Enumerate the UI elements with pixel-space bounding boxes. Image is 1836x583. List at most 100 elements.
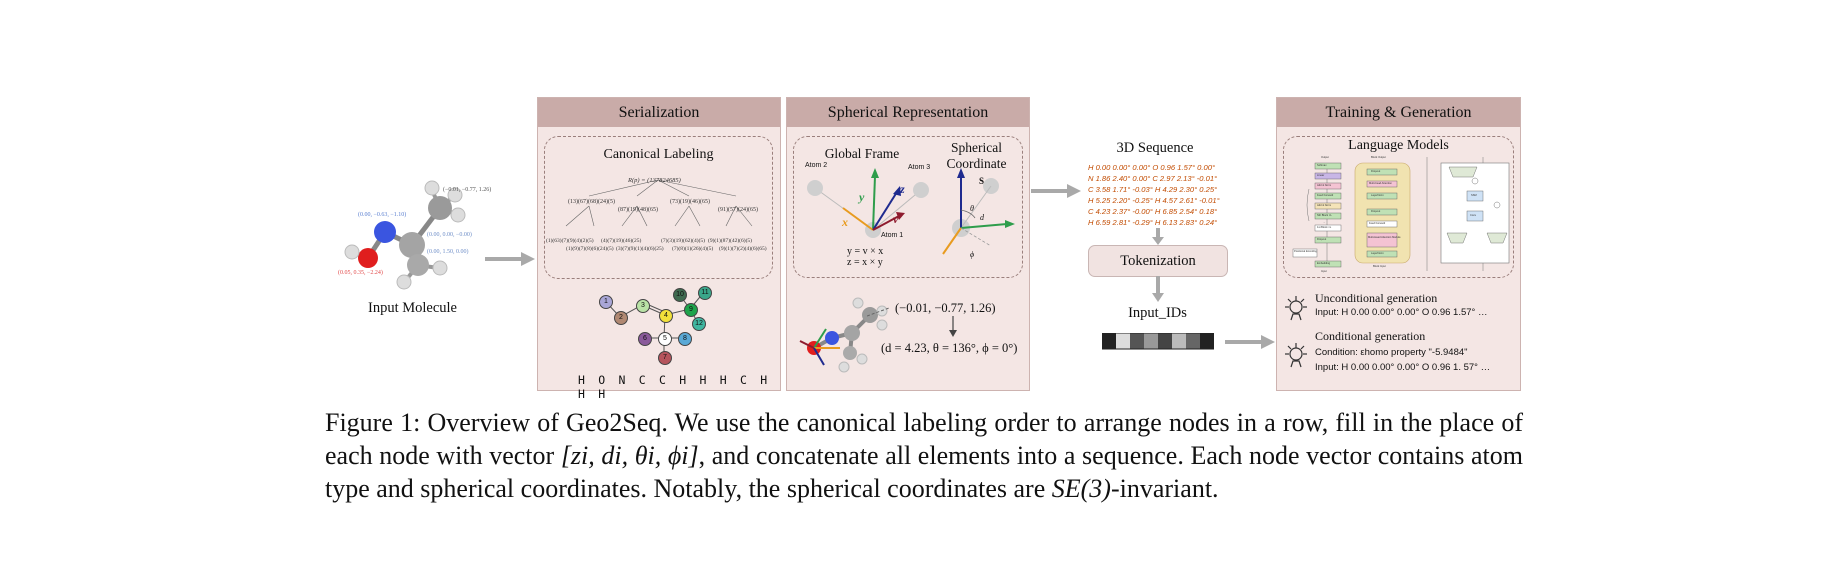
arrow-right-icon [1225, 335, 1275, 349]
serialization-header: Serialization [538, 98, 780, 127]
labeling-tree [565, 179, 753, 227]
left-block-label: Softmax [1317, 164, 1327, 167]
sequence-line-6: H 6.59 2.81° -0.29° H 6.13 2.83° 0.24° [1088, 218, 1218, 227]
coord-blue: (0.00, −0.63, −1.10) [358, 212, 407, 218]
graph-node: 6 [638, 332, 652, 346]
left-block-label: ... [1323, 221, 1326, 224]
graph-node: 8 [678, 332, 692, 346]
graph-node: 10 [673, 288, 687, 302]
caption-part-2: , and concatenate all elements into a se… [325, 441, 1523, 503]
conditional-title: Conditional generation [1315, 329, 1426, 343]
training-header: Training & Generation [1277, 98, 1520, 127]
left-block-label: Linear [1317, 174, 1325, 177]
conditional-condition: Condition: εhomo property "-5.9484" [1315, 347, 1468, 358]
tree-l3-4: (3)(7)(9)(1)(4)(6)(25) [616, 246, 664, 252]
left-block-label: Embedding [1317, 262, 1331, 265]
input-molecule-graphic [344, 180, 466, 290]
coord-mid: (0.00, 0.00, −0.00) [427, 232, 472, 238]
tree-l2-1: (13)(67)(68)(24)(5) [568, 199, 615, 205]
arrow-down-icon [1152, 276, 1164, 302]
left-block-label: Add & Norm [1317, 184, 1332, 187]
equation-2: z = x × y [847, 257, 883, 268]
spherical-coordinate-title: Spherical Coordinate [946, 140, 1007, 171]
axis-x-label: x [842, 215, 848, 229]
mid-block-label: Multi-head Attention [1369, 182, 1392, 185]
sequence-line-3: C 3.58 1.71° -0.03° H 4.29 2.30° 0.25° [1088, 185, 1218, 194]
axis-y-label: y [859, 190, 865, 204]
caption-se3: SE(3) [1051, 474, 1111, 503]
input-molecule [330, 160, 490, 320]
left-block-label: Nth Block ×L [1317, 214, 1332, 217]
atom2-label: Atom 2 [805, 162, 828, 169]
coord-lower: (0.00, 1.50, 0.00) [427, 249, 469, 255]
sequence-line-4: H 5.25 2.20° -0.25° H 4.57 2.61° -0.01° [1088, 196, 1220, 205]
right-block-label: SSM [1471, 194, 1477, 197]
label-phi: ϕ [970, 250, 975, 259]
tree-l3-2: (1)(9)(7)(8)(6)(24)(5) [566, 246, 614, 252]
tokenization-label: Tokenization [1120, 253, 1196, 269]
sequence-line-1: H 0.00 0.00° 0.00° O 0.96 1.57° 0.00° [1088, 163, 1215, 172]
global-frame-title: Global Frame [824, 146, 900, 161]
graph-node: 2 [614, 311, 628, 325]
left-block-label: Add & Norm [1317, 204, 1332, 207]
spherical-panel: Spherical Representation Global Frame Sp… [786, 97, 1030, 391]
mid-block-label: Feed Forward [1369, 222, 1386, 225]
serialization-panel: Serialization Canonical Labeling R(p) = … [537, 97, 781, 401]
mid-block-label: Dropout [1371, 170, 1381, 173]
mid-block-label: Dropout [1371, 210, 1381, 213]
tree-l2-2: (87)(19)(48)(65) [618, 207, 658, 213]
graph-node: 1 [599, 295, 613, 309]
caption-vector: [zi, di, θi, ϕi] [560, 441, 699, 470]
coord-red: (0.05, 0.35, −2.24) [338, 270, 383, 276]
input-molecule-label: Input Molecule [368, 300, 457, 316]
spherical-header: Spherical Representation [787, 98, 1029, 127]
label-theta: θ [970, 204, 974, 213]
robot-icon [1285, 343, 1307, 368]
caption-part-3: -invariant. [1110, 474, 1219, 503]
left-block-label: Input [1321, 270, 1327, 273]
left-block-label: Output [1321, 156, 1329, 159]
training-panel: Training & Generation Language Models [1276, 97, 1521, 391]
frame-box [793, 136, 1023, 278]
dashed-arrow-icon [867, 307, 890, 317]
tree-l3-8: (9)(1)(7)(2)(4)(6)(65) [719, 246, 767, 252]
cartesian-coord: (−0.01, −0.77, 1.26) [895, 301, 996, 315]
tree-l3-3: (4)(7)(19)(46)(25) [601, 238, 642, 244]
left-block-label: Dropout [1317, 238, 1327, 241]
arrow-right-icon [1031, 184, 1081, 198]
left-block-label: 1st Block ×L [1317, 226, 1332, 229]
robot-icon [1285, 296, 1307, 321]
graph-node: 7 [658, 351, 672, 365]
frame-graphic [807, 168, 1015, 255]
right-block-label: Conv [1470, 214, 1477, 217]
small-molecule-graphic [799, 297, 888, 373]
tree-root: R(p) = (137824685) [628, 177, 681, 184]
unconditional-input: Input: H 0.00 0.00° 0.00° O 0.96 1.57° … [1315, 307, 1488, 318]
tree-l3-1: (1)(63)(7)(9)(4)(2)(5) [546, 238, 594, 244]
canonical-labeling-box [544, 136, 773, 279]
label-s: S [979, 176, 985, 186]
architecture-diagram [1292, 157, 1510, 271]
figure-caption: Figure 1: Overview of Geo2Seq. We use th… [325, 406, 1523, 505]
atom-chain: H O N C C H H H C H H H [578, 373, 771, 401]
spherical-result: (d = 4.23, θ = 136°, ϕ = 0°) [881, 341, 1018, 355]
tree-l3-5: (7)(3)(19)(62)(4)(5) [661, 238, 705, 244]
graph-node: 3 [636, 299, 650, 313]
mid-block-label: Block Output [1371, 156, 1386, 159]
graph-node: 12 [692, 317, 706, 331]
left-block-label: Feed Forward [1317, 194, 1334, 197]
token-strip [1102, 333, 1214, 350]
atom3-label: Atom 3 [908, 164, 931, 171]
sequence-line-5: C 4.23 2.37° -0.00° H 6.85 2.54° 0.18° [1088, 207, 1218, 216]
left-block-label: Positional Encoding [1294, 250, 1317, 253]
arrow-down-icon [1152, 228, 1164, 245]
coord-top: (−0.01, −0.77, 1.26) [443, 187, 492, 193]
caption-part-1: Figure 1: Overview of Geo2Seq. We use th… [325, 408, 1523, 470]
conditional-input: Input: H 0.00 0.00° 0.00° O 0.96 1. 57° … [1315, 362, 1491, 373]
tree-l2-3: (73)(19)(46)(65) [670, 199, 710, 205]
equation-1: y = v × x [847, 246, 884, 257]
canonical-labeling-title: Canonical Labeling [603, 147, 714, 162]
arrow-right-icon [485, 252, 535, 266]
